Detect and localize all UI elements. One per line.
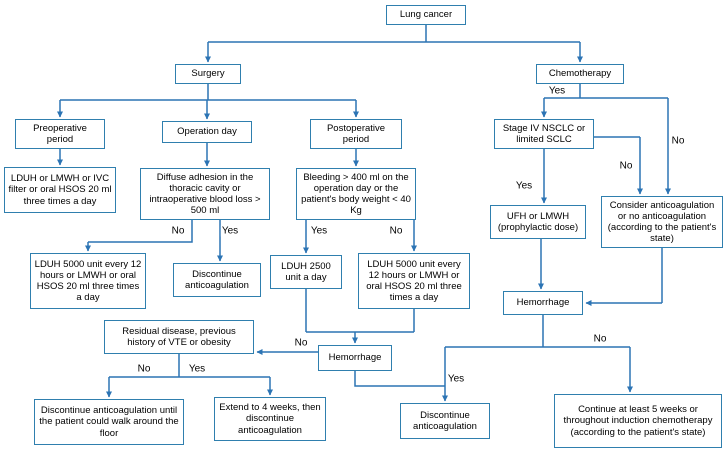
node-hemorrhage-postop: Hemorrhage	[318, 345, 392, 371]
edge-label-adhesion-yes: Yes	[220, 225, 240, 237]
edge-label-hemorrhage-yes: Yes	[446, 373, 466, 385]
node-preoperative-period: Preoperative period	[15, 119, 105, 149]
edge-label-chemo-no: No	[670, 135, 686, 147]
edge-residual-split	[109, 354, 270, 378]
edge-label-residual-yes: Yes	[187, 363, 207, 375]
node-residual-disease: Residual disease, previous history of VT…	[104, 320, 254, 354]
node-operation-day: Operation day	[162, 121, 252, 143]
node-lung-cancer: Lung cancer	[386, 5, 466, 25]
edge-label-bleeding-yes: Yes	[309, 225, 329, 237]
edge-label-residual-no: No	[136, 363, 152, 375]
edge-label-adhesion-no: No	[170, 225, 186, 237]
node-ufh-lmwh: UFH or LMWH (prophylactic dose)	[490, 205, 586, 239]
edge-label-hem-postop-no: No	[293, 337, 309, 349]
edge-label-bleeding-no: No	[388, 225, 404, 237]
edge-adhesion-no-elbow	[88, 220, 193, 243]
edge-label-stageiv-no: No	[618, 160, 634, 172]
node-discontinue-until-walk: Discontinue anticoagulation until the pa…	[34, 399, 184, 445]
edge-surgery-split	[60, 84, 356, 101]
node-lduh-5000-surgery: LDUH 5000 unit every 12 hours or LMWH or…	[30, 253, 146, 309]
edge-label-stageiv-yes: Yes	[514, 180, 534, 192]
edge-lung-split	[208, 25, 580, 43]
edge-chemo-split	[544, 84, 668, 99]
node-bleeding-criteria: Bleeding > 400 ml on the operation day o…	[296, 168, 416, 220]
node-lduh-5000-postop: LDUH 5000 unit every 12 hours or LMWH or…	[358, 253, 470, 309]
node-surgery: Surgery	[175, 64, 241, 84]
edge-label-hem-chemo-no: No	[592, 333, 608, 345]
edge-hem-chemo-split	[445, 315, 630, 348]
node-lduh-2500: LDUH 2500 unit a day	[270, 255, 342, 289]
node-hemorrhage-chemo: Hemorrhage	[503, 291, 583, 315]
edge-label-chemo-yes: Yes	[547, 85, 567, 97]
node-extend-4-weeks: Extend to 4 weeks, then discontinue anti…	[214, 397, 326, 441]
node-continue-5-weeks: Continue at least 5 weeks or throughout …	[554, 394, 722, 448]
node-consider-anticoagulation: Consider anticoagulation or no anticoagu…	[601, 196, 723, 248]
node-stage-iv-nsclc: Stage IV NSCLC or limited SCLC	[494, 119, 594, 149]
node-postoperative-period: Postoperative period	[310, 119, 402, 149]
node-preop-treatment: LDUH or LMWH or IVC filter or oral HSOS …	[4, 167, 116, 213]
edge-postop-merge	[305, 289, 415, 333]
node-diffuse-adhesion: Diffuse adhesion in the thoracic cavity …	[140, 168, 270, 220]
node-chemotherapy: Chemotherapy	[536, 64, 624, 84]
edge-hem-postop-yes-elbow	[354, 371, 445, 387]
node-discontinue-final: Discontinue anticoagulation	[400, 403, 490, 439]
node-discontinue-surgery: Discontinue anticoagulation	[173, 263, 261, 297]
